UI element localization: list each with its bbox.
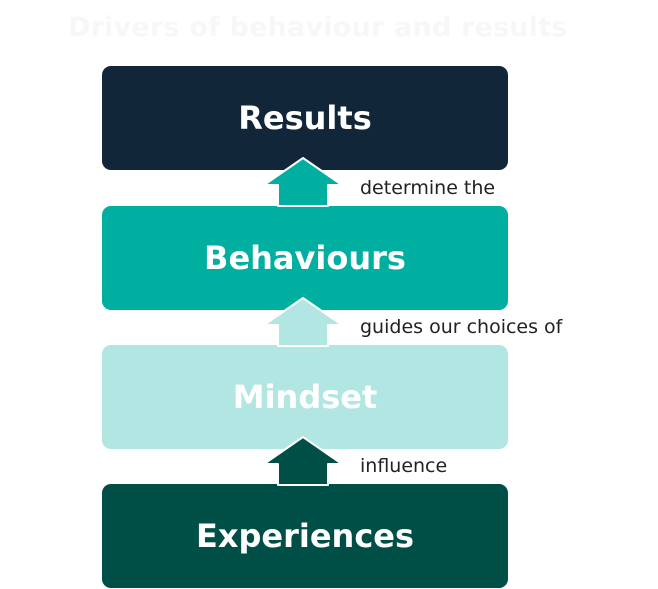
diagram-title: Drivers of behaviour and results [68, 12, 568, 43]
link-label-guides: guides our choices of [360, 316, 563, 338]
results-box: Results [102, 66, 508, 170]
up-arrow-icon [263, 157, 343, 207]
up-arrow-icon [263, 297, 343, 347]
link-label-determine: determine the [360, 177, 496, 199]
behaviours-label: Behaviours [204, 239, 406, 277]
experiences-box: Experiences [102, 484, 508, 588]
link-label-influence: influence [360, 455, 448, 477]
mindset-box: Mindset [102, 345, 508, 449]
experiences-label: Experiences [195, 517, 415, 555]
mindset-label: Mindset [232, 378, 378, 416]
up-arrow-icon [263, 436, 343, 486]
behaviours-box: Behaviours [102, 206, 508, 310]
results-label: Results [238, 99, 372, 137]
